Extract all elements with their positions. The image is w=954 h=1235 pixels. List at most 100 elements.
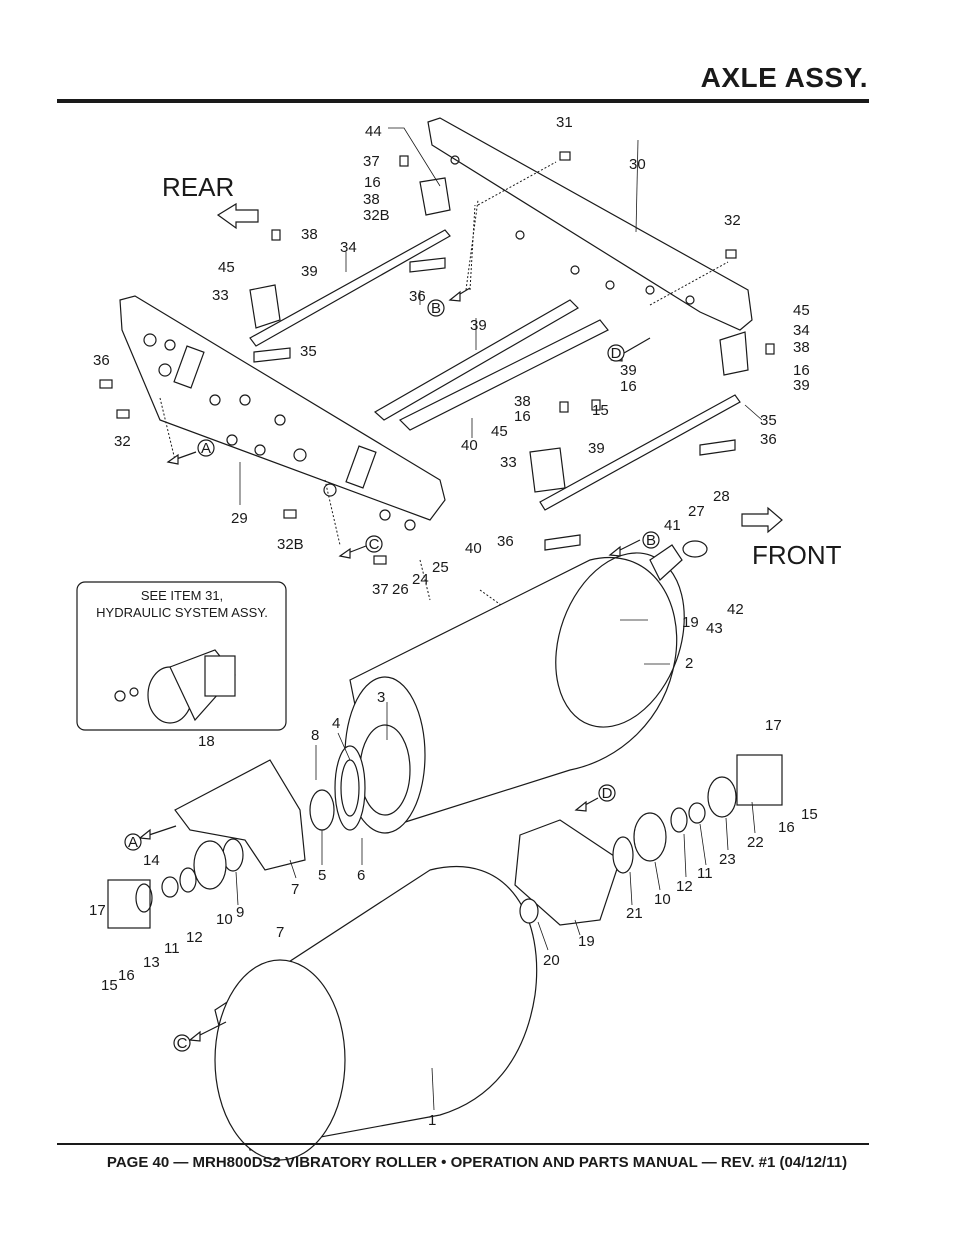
ref-marker-c-frame: C	[365, 535, 383, 553]
callout: 5	[318, 867, 326, 884]
svg-text:C: C	[177, 1035, 188, 1052]
callout: 33	[212, 287, 229, 304]
callout: 22	[747, 834, 764, 851]
callout: 39	[620, 362, 637, 379]
callout: 20	[543, 952, 560, 969]
outer-drum-1	[214, 865, 538, 1161]
gear-4	[334, 745, 366, 831]
callout: 32B	[363, 207, 390, 224]
callout: 17	[765, 717, 782, 734]
bearing-housing-19	[514, 819, 621, 926]
svg-text:D: D	[611, 345, 622, 362]
callout: 15	[592, 402, 609, 419]
header-rule	[57, 99, 869, 103]
callout: 21	[626, 905, 643, 922]
callout: 38	[301, 226, 318, 243]
motor-mount-7	[174, 759, 306, 871]
callout: 9	[236, 904, 244, 921]
callout: 11	[697, 865, 713, 882]
callout: 34	[340, 239, 357, 256]
callout: 41	[664, 517, 681, 534]
callout: 36	[93, 352, 110, 369]
callout: 26	[392, 581, 409, 598]
callout: 35	[760, 412, 777, 429]
callout: 15	[801, 806, 818, 823]
callout: 16	[118, 967, 135, 984]
callout: 7	[291, 881, 299, 898]
callout: 7	[276, 924, 284, 941]
callout: 8	[311, 727, 319, 744]
callout: 12	[676, 878, 693, 895]
callout: 36	[497, 533, 514, 550]
callout: 27	[688, 503, 705, 520]
ref-marker-d-housing: D	[598, 784, 616, 802]
ref-marker-a-mount: A	[124, 833, 142, 851]
inset-box	[76, 581, 287, 731]
callout: 32	[724, 212, 741, 229]
callout: 29	[231, 510, 248, 527]
svg-text:A: A	[201, 440, 211, 457]
svg-text:D: D	[602, 785, 613, 802]
hydraulic-motor-illustration	[114, 649, 236, 724]
svg-text:B: B	[431, 300, 441, 317]
rear-arrow	[216, 202, 259, 230]
callout: 16	[778, 819, 795, 836]
callout: 19	[682, 614, 699, 631]
callout: 39	[793, 377, 810, 394]
callout: 24	[412, 571, 429, 588]
front-arrow	[741, 506, 783, 534]
callout: 44	[365, 123, 382, 140]
callout: 45	[793, 302, 810, 319]
callout: 17	[89, 902, 106, 919]
callout: 6	[357, 867, 365, 884]
page-title: AXLE ASSY.	[700, 62, 868, 93]
callout: 10	[654, 891, 671, 908]
ref-marker-c-drum: C	[173, 1034, 191, 1052]
callout: 38	[793, 339, 810, 356]
callout: 15	[101, 977, 118, 994]
callout: 36	[409, 288, 426, 305]
callout: 40	[465, 540, 482, 557]
callout: 37	[363, 153, 380, 170]
callout: 42	[727, 601, 744, 618]
ref-marker-b-drum: B	[642, 531, 660, 549]
callout: 31	[556, 114, 573, 131]
callout: 28	[713, 488, 730, 505]
callout: 16	[364, 174, 381, 191]
ref-marker-b-frame: B	[427, 299, 445, 317]
callout: 23	[719, 851, 736, 868]
ref-marker-d-frame: D	[607, 344, 625, 362]
callout: 45	[491, 423, 508, 440]
callout: 16	[620, 378, 637, 395]
svg-text:C: C	[369, 536, 380, 553]
dashed-alignment-lines	[159, 161, 729, 641]
callout: 40	[461, 437, 478, 454]
svg-text:B: B	[646, 532, 656, 549]
page-footer: PAGE 40 — MRH800DS2 VIBRATORY ROLLER • O…	[106, 1154, 848, 1171]
callout: 38	[514, 393, 531, 410]
footer-rule	[57, 1143, 869, 1145]
axle-shaft-20	[649, 540, 708, 581]
inset-note-line1: SEE ITEM 31,	[141, 588, 223, 603]
callout: 4	[332, 715, 340, 732]
callout: 18	[198, 733, 215, 750]
callout: 2	[685, 655, 693, 672]
callout: 16	[793, 362, 810, 379]
bearing-stack-left	[107, 789, 335, 929]
callout: 16	[514, 408, 531, 425]
callout: 32	[114, 433, 131, 450]
callout: 39	[301, 263, 318, 280]
callout: 12	[186, 929, 203, 946]
svg-text:A: A	[128, 834, 138, 851]
callout: 30	[629, 156, 646, 173]
inner-plate-3	[359, 724, 411, 816]
callout: 32B	[277, 536, 304, 553]
callout: 39	[470, 317, 487, 334]
callout: 14	[143, 852, 160, 869]
callout: 10	[216, 911, 233, 928]
callout: 34	[793, 322, 810, 339]
callout: 38	[363, 191, 380, 208]
brackets-and-fasteners	[99, 151, 775, 565]
callout: 45	[218, 259, 235, 276]
